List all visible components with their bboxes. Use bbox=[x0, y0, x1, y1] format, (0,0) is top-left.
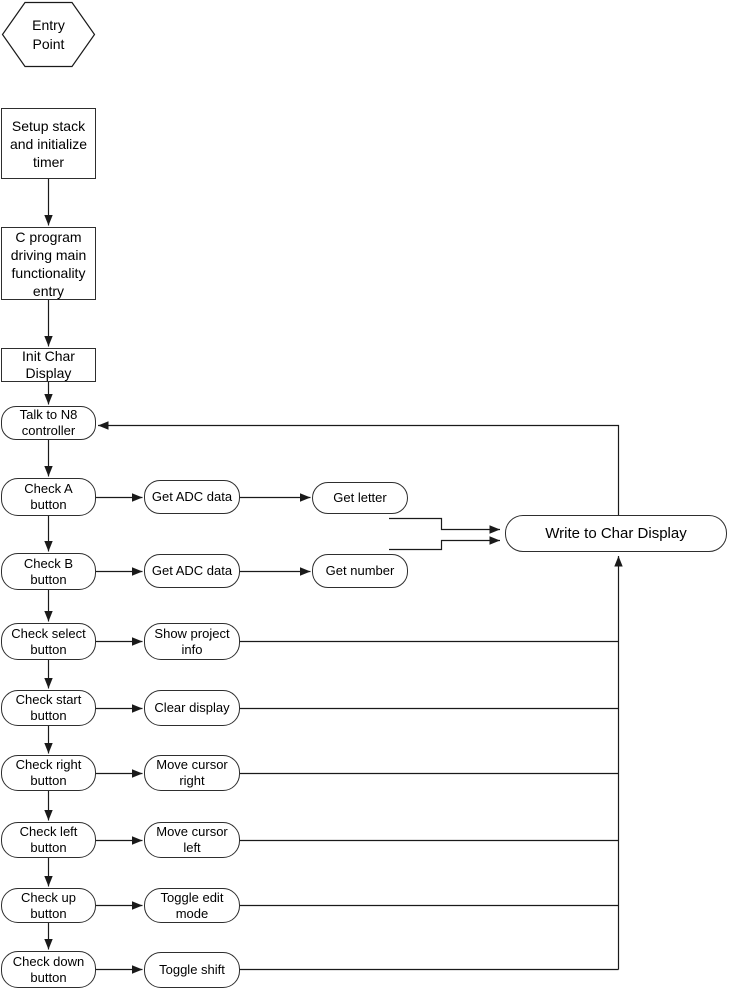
node-setup-stack: Setup stack and initialize timer bbox=[1, 108, 96, 179]
node-move-cursor-left: Move cursor left bbox=[144, 822, 240, 858]
node-check-right-button: Check right button bbox=[1, 755, 96, 791]
node-get-adc-data-b: Get ADC data bbox=[144, 554, 240, 588]
node-check-up-button: Check up button bbox=[1, 888, 96, 923]
edge-getnumber-to-write bbox=[389, 536, 500, 551]
node-check-left-button: Check left button bbox=[1, 822, 96, 858]
node-entry-point: Entry Point bbox=[32, 16, 65, 52]
node-init-char-display: Init Char Display bbox=[1, 348, 96, 382]
node-talk-n8-controller: Talk to N8 controller bbox=[1, 406, 96, 440]
node-write-to-char-display: Write to Char Display bbox=[505, 515, 727, 552]
node-move-cursor-right: Move cursor right bbox=[144, 755, 240, 791]
node-c-program: C program driving main functionality ent… bbox=[1, 227, 96, 300]
node-check-select-button: Check select button bbox=[1, 623, 96, 660]
node-clear-display: Clear display bbox=[144, 690, 240, 726]
node-toggle-edit-mode: Toggle edit mode bbox=[144, 888, 240, 923]
node-toggle-shift: Toggle shift bbox=[144, 952, 240, 988]
node-get-number: Get number bbox=[312, 554, 408, 588]
node-check-a-button: Check A button bbox=[1, 478, 96, 516]
edge-write-to-talk bbox=[98, 421, 620, 515]
node-check-down-button: Check down button bbox=[1, 951, 96, 988]
entry-point-hexagon-shape bbox=[1, 1, 96, 68]
edge-getletter-to-write bbox=[389, 517, 500, 534]
node-get-letter: Get letter bbox=[312, 482, 408, 514]
node-get-adc-data-a: Get ADC data bbox=[144, 480, 240, 514]
node-check-b-button: Check B button bbox=[1, 553, 96, 590]
node-check-start-button: Check start button bbox=[1, 690, 96, 726]
node-show-project-info: Show project info bbox=[144, 623, 240, 660]
